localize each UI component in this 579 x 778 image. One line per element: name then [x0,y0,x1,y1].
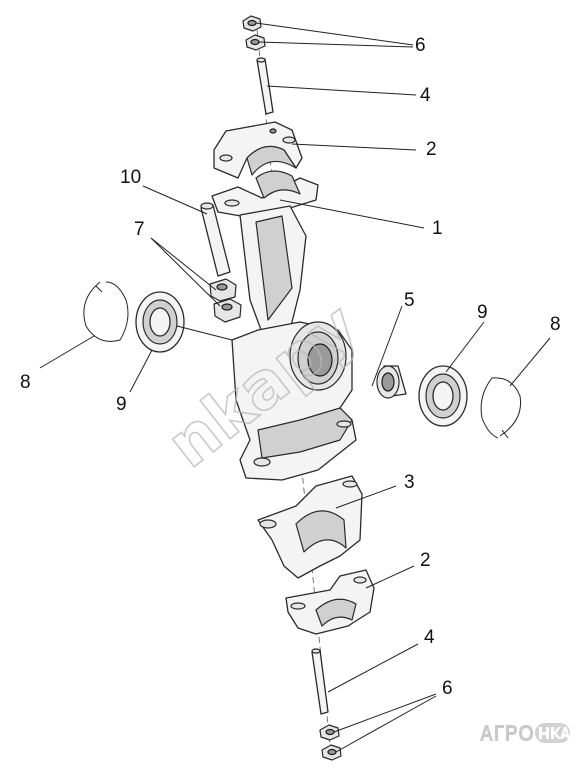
leader-lines [39,22,551,753]
part-6-nut-lower-1 [319,724,340,741]
callout-3: 3 [404,472,415,493]
agronka-logo [480,723,570,743]
part-7-bushing-1 [209,278,237,302]
part-5-sleeve [376,365,407,399]
callout-9-left: 9 [116,394,127,415]
part-1-knuckle-body [211,170,357,481]
part-9-bearing-left [135,291,185,353]
callout-2-lower: 2 [420,550,431,571]
part-2-cap-upper [213,121,303,179]
part-4-stud-top [256,57,274,115]
part-10-pin [200,202,231,277]
part-4-stud-lower [311,648,329,715]
callout-4-lower: 4 [424,627,435,648]
callout-7: 7 [134,219,145,240]
callout-2-top: 2 [426,139,437,160]
callout-10: 10 [120,167,141,188]
part-7-bushing-2 [213,298,242,323]
part-6-nut-top-1 [242,15,262,32]
part-8-circlip-right [480,377,522,439]
part-6-nut-lower-2 [321,744,342,761]
callout-6-top: 6 [415,35,426,56]
part-9-bearing-right [418,365,468,427]
callout-8-right: 8 [550,314,561,335]
part-3-lower-housing [257,475,363,579]
part-2-cap-lower [285,569,375,635]
part-8-circlip-left [83,281,129,342]
callout-5: 5 [404,290,415,311]
callout-9-right: 9 [477,302,488,323]
callout-4-top: 4 [420,85,431,106]
callout-1: 1 [432,218,443,239]
callout-6-lower: 6 [442,678,453,699]
callout-8-left: 8 [20,372,31,393]
